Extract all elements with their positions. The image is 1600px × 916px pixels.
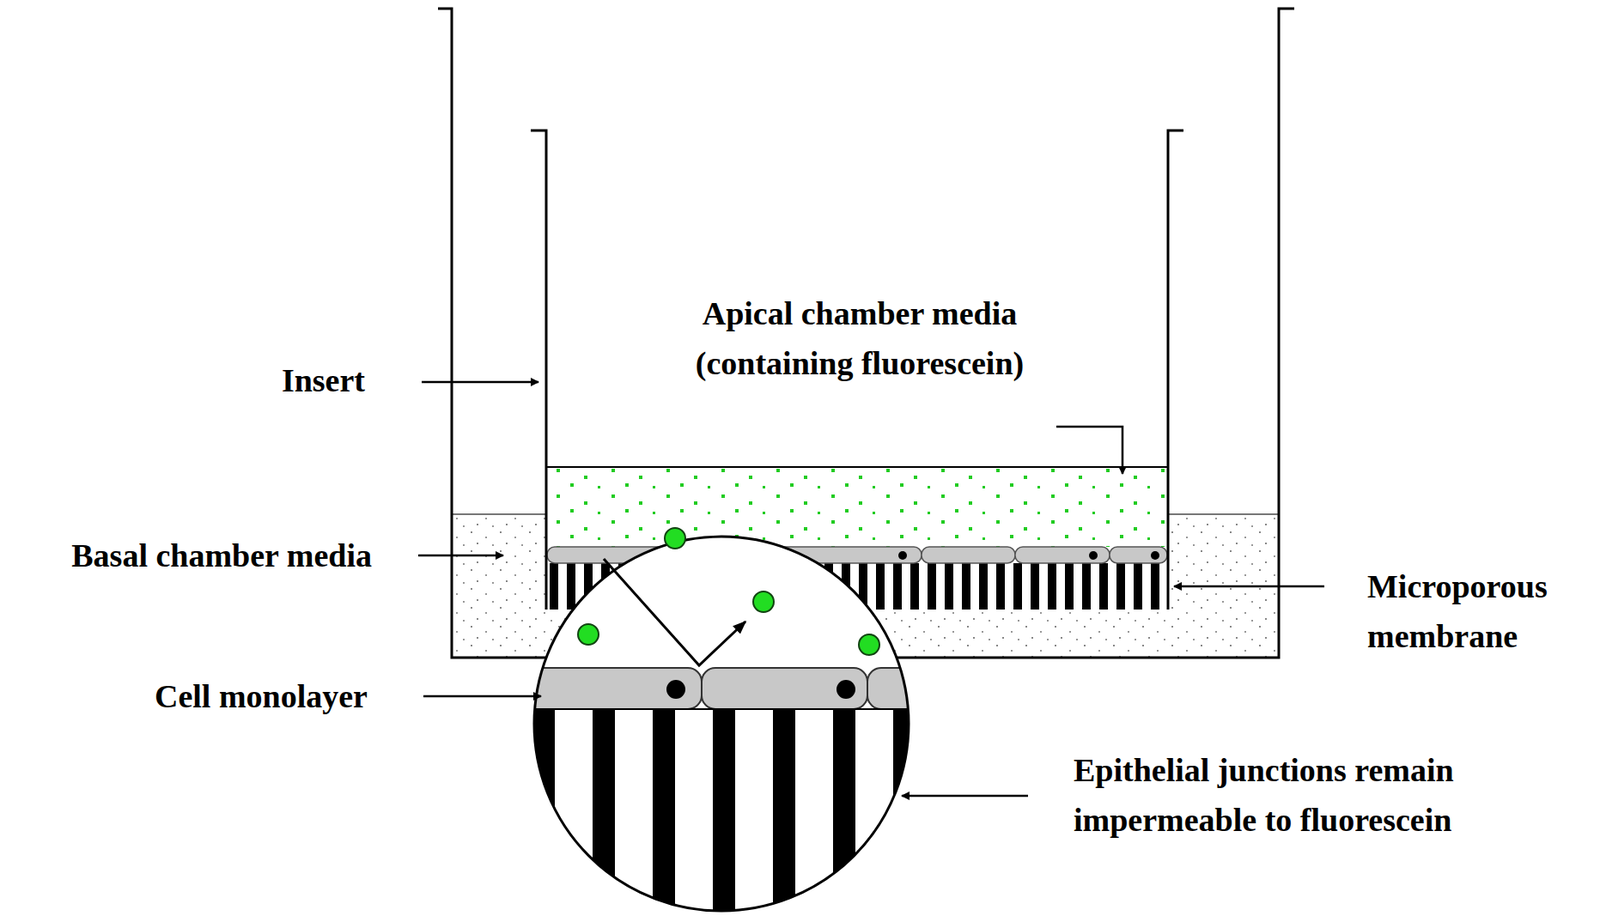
part-label: Apical chamber media (containing fluores… [644,288,1075,389]
part-label: Insert [107,355,366,406]
well-wall [438,8,1295,658]
part-label: Epithelial junctions remain impermeable … [1073,745,1589,846]
insert-wall [530,130,1184,610]
apical-level [546,466,1169,469]
basal-level [1168,513,1279,516]
nucleus [898,551,1160,560]
part-label: Basal chamber media [2,530,372,581]
magnifier-circle [534,536,909,912]
part-label: Cell monolayer [6,671,368,722]
reflection-arrow [603,559,746,666]
part-label: Microporous membrane [1367,561,1593,662]
apical-media [546,468,1169,548]
basal-level [452,513,547,516]
leader-arrow [418,382,1325,797]
magnified-view [480,515,954,916]
